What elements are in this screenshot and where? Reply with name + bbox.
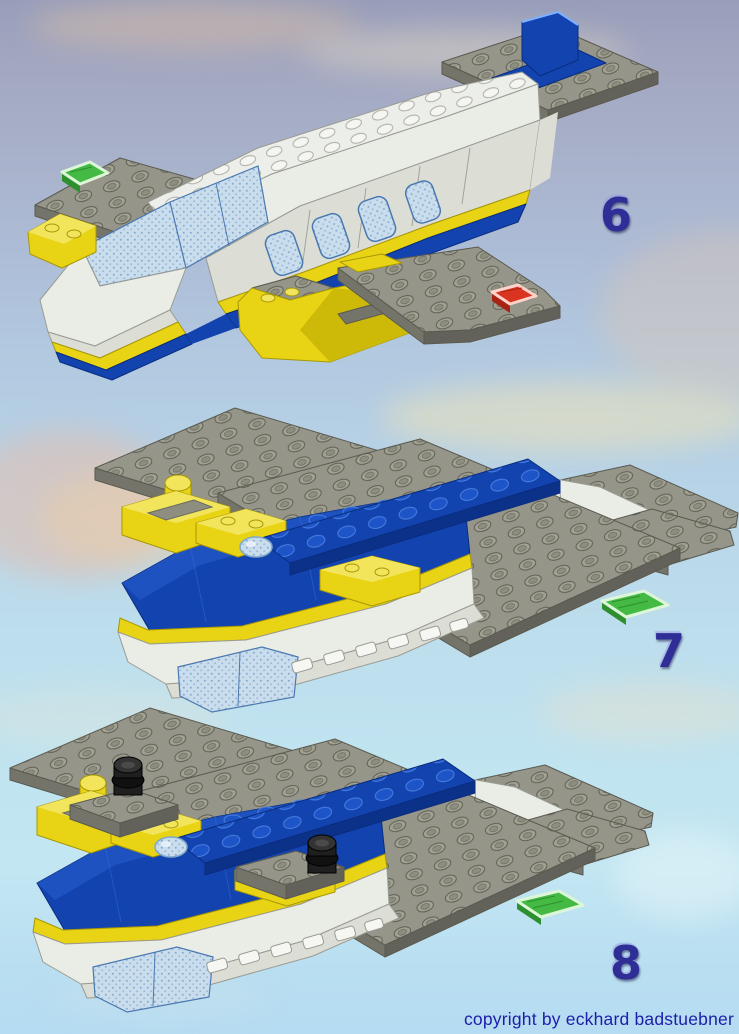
engine-mount-1 bbox=[69, 756, 179, 838]
engine-mount-2 bbox=[235, 834, 345, 900]
cloud bbox=[540, 682, 739, 742]
cloud bbox=[600, 230, 739, 400]
hull-stripe bbox=[217, 189, 531, 315]
cloud bbox=[28, 2, 358, 50]
left-sponson bbox=[27, 213, 97, 269]
hull-keel bbox=[225, 203, 527, 329]
cloud bbox=[40, 470, 220, 565]
black-engine-pin bbox=[111, 756, 145, 796]
center-pontoon bbox=[237, 275, 441, 363]
right-wing bbox=[337, 246, 561, 345]
fuselage bbox=[39, 71, 558, 381]
copyright-text: copyright by eckhard badstuebner bbox=[463, 1009, 734, 1029]
step-8-label: 8 bbox=[610, 936, 643, 990]
step-6-label: 6 bbox=[600, 188, 633, 242]
nose bbox=[39, 247, 236, 381]
cloud bbox=[0, 688, 230, 748]
step-7-label: 7 bbox=[653, 624, 686, 678]
red-light bbox=[490, 283, 538, 313]
cloud bbox=[615, 830, 739, 920]
cabin-windows bbox=[264, 180, 442, 277]
black-engine-pin bbox=[305, 834, 339, 874]
cloud bbox=[380, 382, 739, 452]
cockpit-glass bbox=[81, 165, 269, 287]
left-wing bbox=[34, 157, 216, 249]
cloud bbox=[300, 30, 630, 74]
cloud bbox=[50, 975, 270, 1021]
green-light bbox=[60, 160, 110, 193]
